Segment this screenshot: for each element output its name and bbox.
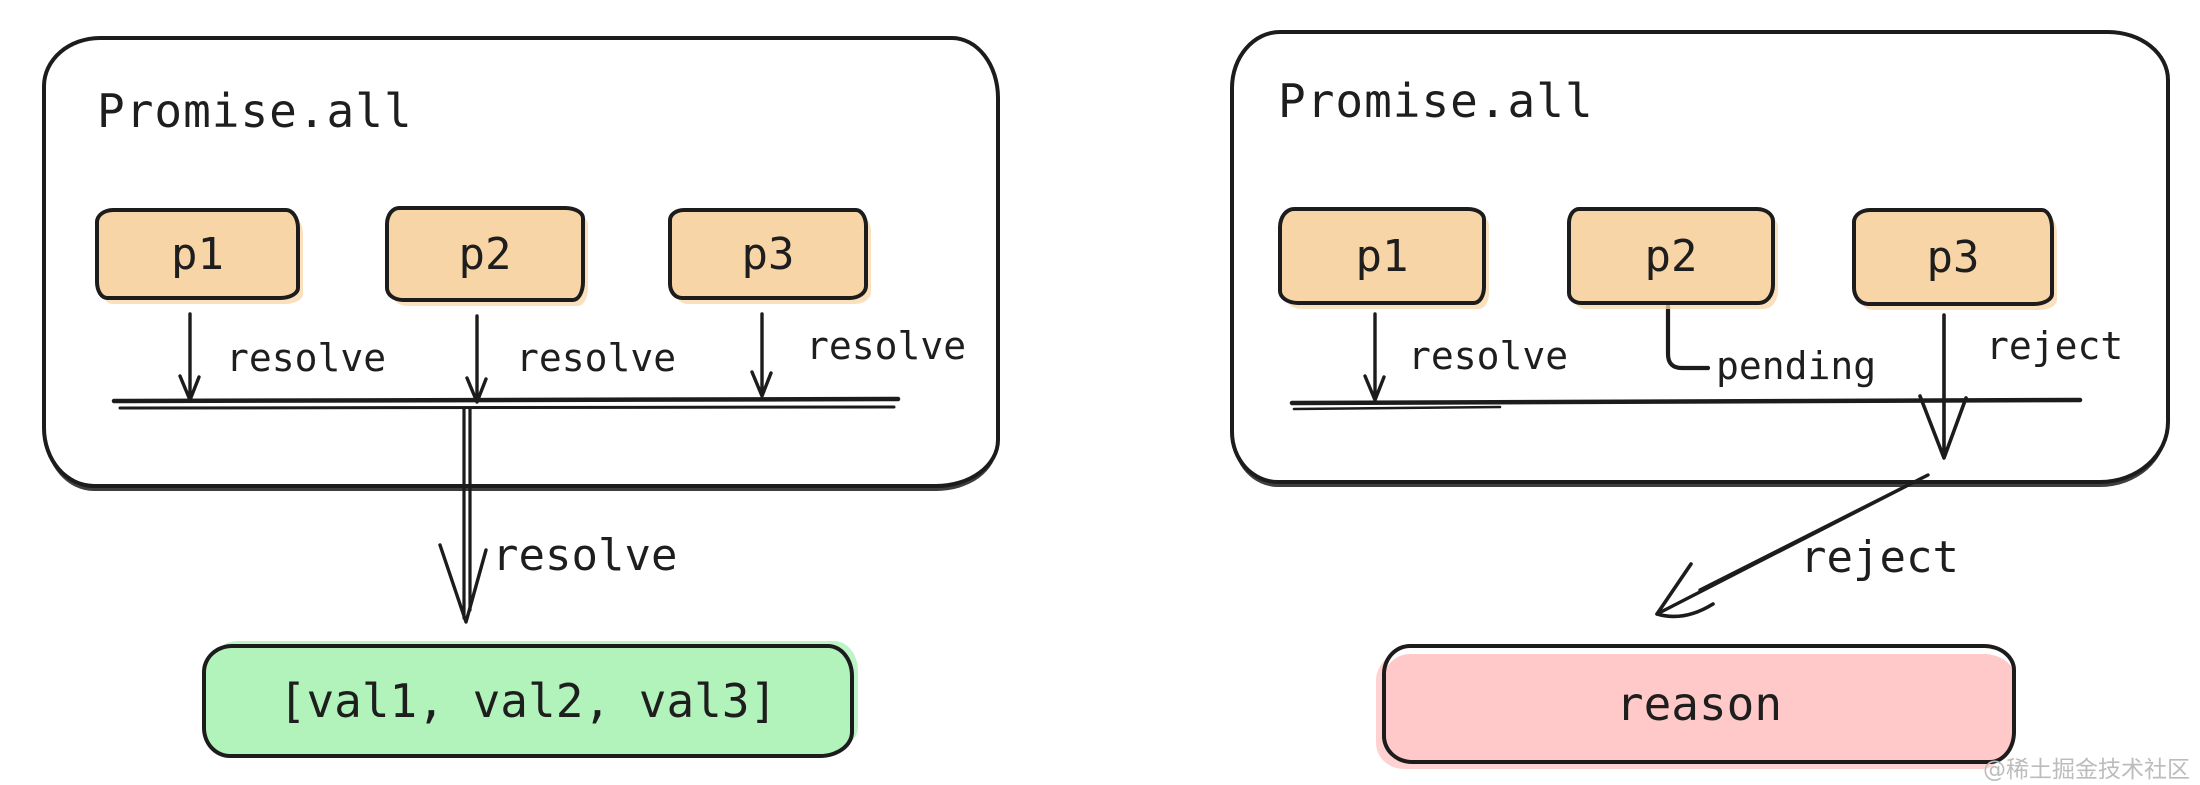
aggregate-resolve-label: resolve [492, 530, 678, 581]
promise-label: p2 [458, 228, 512, 280]
panel-title-right: Promise.all [1278, 74, 1594, 128]
promise-box-left-p1: p1 [95, 208, 300, 300]
promise-label: p3 [1926, 231, 1980, 283]
promise-label: p2 [1644, 230, 1698, 282]
resolve-label-left-p3: resolve [806, 324, 967, 368]
resolve-label-left-p2: resolve [516, 336, 677, 380]
promise-label: p1 [171, 228, 224, 280]
resolved-value-text: [val1, val2, val3] [278, 674, 778, 728]
reject-label-right-p3: reject [1986, 324, 2124, 368]
rejected-reason-text: reason [1615, 677, 1783, 731]
pending-label-right-p2: pending [1716, 344, 1877, 388]
promise-box-right-p3: p3 [1852, 208, 2054, 306]
promise-label: p1 [1355, 230, 1409, 282]
panel-title-left: Promise.all [97, 84, 413, 138]
aggregate-resolve-arrow-head [438, 543, 488, 624]
resolved-value-box: [val1, val2, val3] [202, 644, 854, 758]
promise-label: p3 [741, 228, 795, 280]
aggregate-reject-label: reject [1800, 532, 1959, 583]
promise-box-left-p3: p3 [668, 208, 868, 300]
promise-box-left-p2: p2 [385, 206, 585, 302]
resolve-label-right-p1: resolve [1408, 334, 1569, 378]
promise-box-right-p1: p1 [1278, 207, 1486, 305]
watermark: @稀土掘金技术社区 [1983, 757, 2190, 783]
promise-box-right-p2: p2 [1567, 207, 1775, 305]
reject-arrow-diagonal-head [1655, 562, 1715, 619]
resolve-label-left-p1: resolve [226, 336, 387, 380]
rejected-reason-box: reason [1382, 644, 2016, 764]
